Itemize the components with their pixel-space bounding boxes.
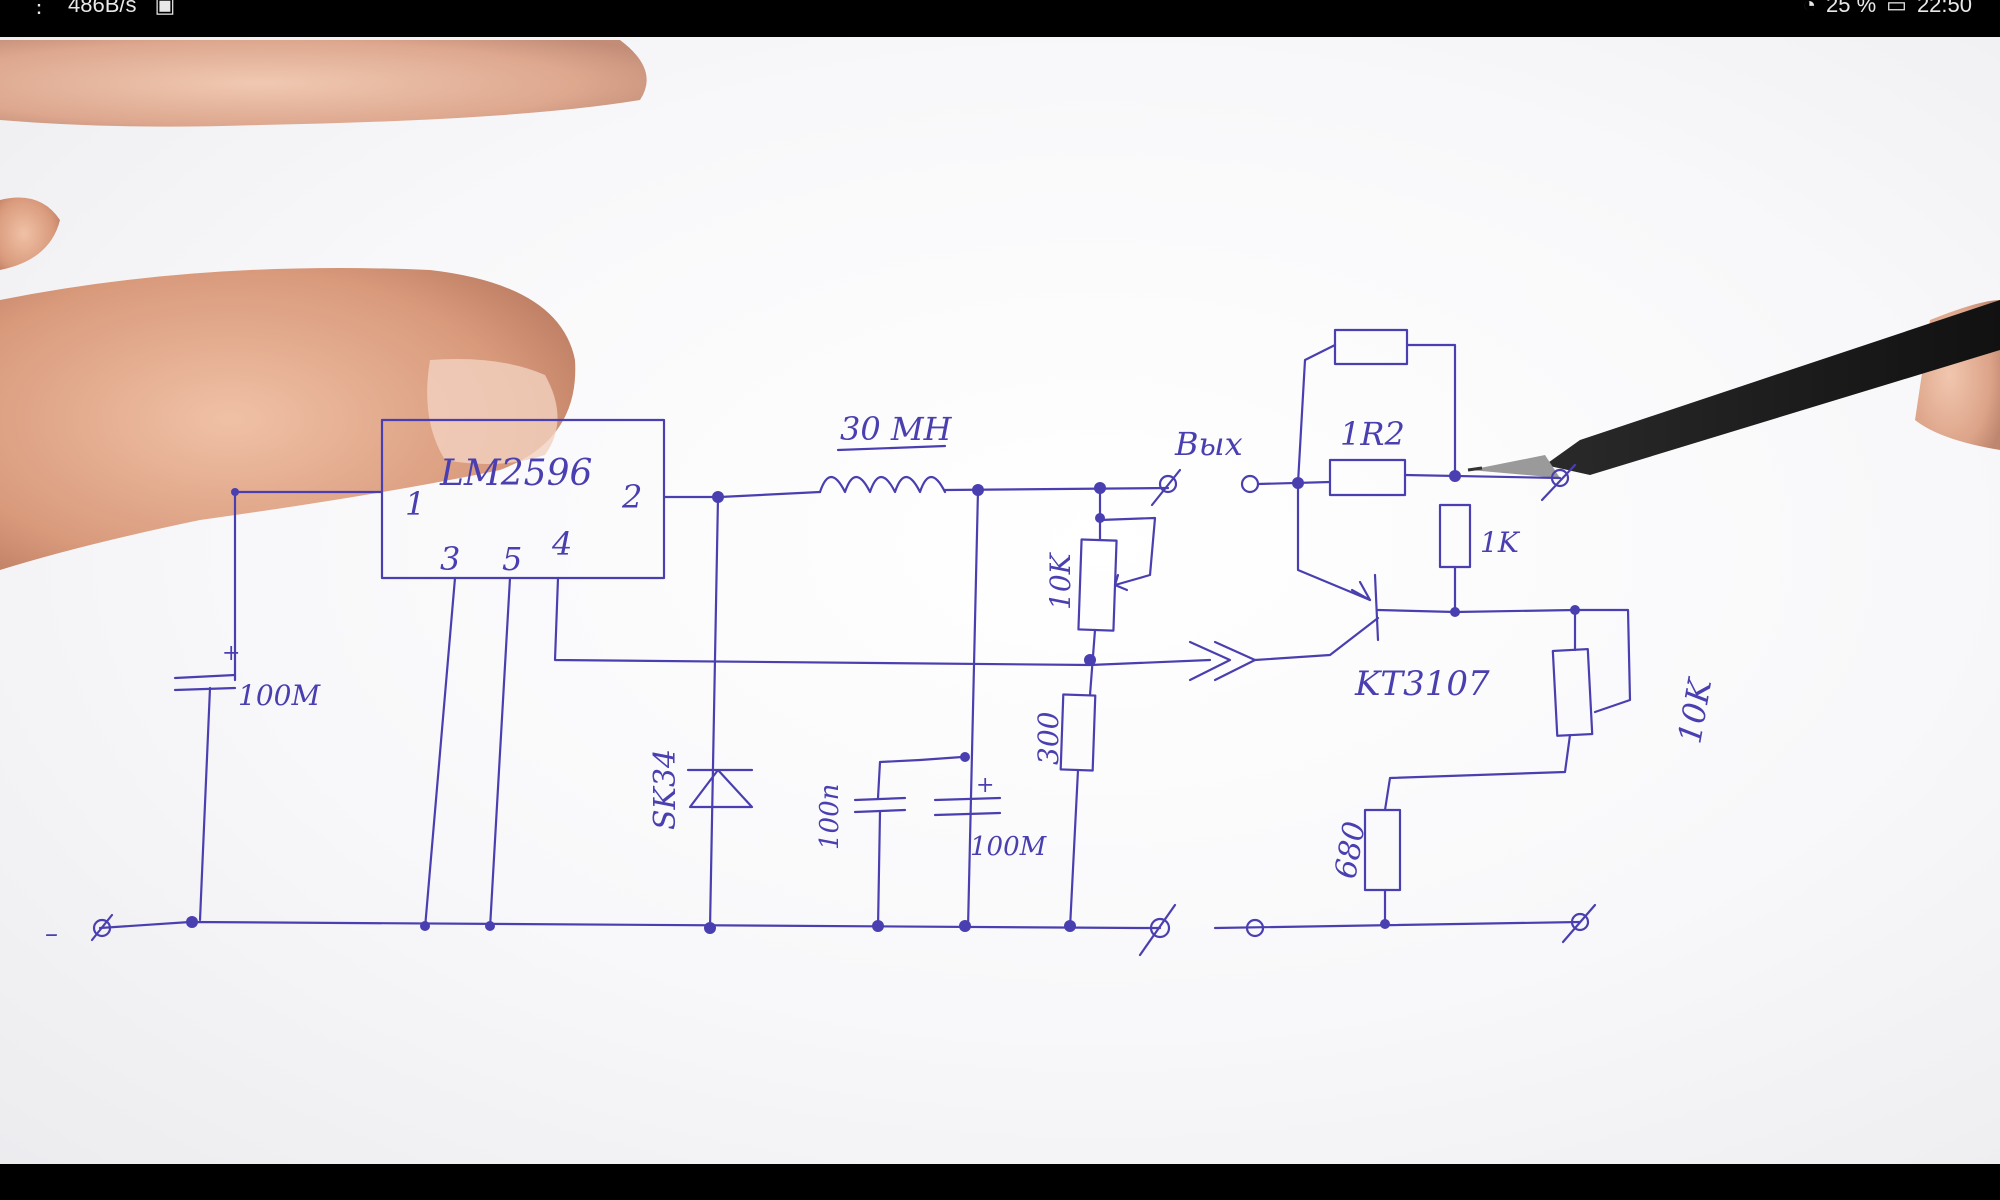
resistor-680-label: 680: [1328, 819, 1372, 881]
ceramic-cap-label: 100n: [815, 784, 845, 850]
input-cap-label: 100M: [238, 679, 321, 712]
status-bar: ⋮ 486B/s ▣ ◔ 25 % ▭ 22:50: [0, 0, 2000, 37]
fingernail: [427, 359, 558, 464]
ic-pin3: 3: [440, 540, 460, 578]
out-cap-label: 100M: [970, 832, 1048, 862]
resistor-parallel: [1333, 328, 1409, 366]
output-terminal-out: [1550, 468, 1570, 488]
ground-terminal-3: [1570, 912, 1590, 932]
bottom-bar: [0, 1164, 2000, 1200]
hand-fingers: [0, 40, 2000, 570]
clock: 22:50: [1916, 0, 1972, 17]
schematic-drawing: – LM2596 1 2 3 5 4 + 100M: [0, 40, 2000, 957]
transistor-label: KT3107: [1354, 664, 1490, 704]
ground-terminal-1: [1149, 917, 1171, 939]
ic-label: LM2596: [439, 453, 592, 494]
resistor-300: [1059, 693, 1097, 772]
pencil: [1467, 300, 2000, 478]
output-label: Вых: [1174, 425, 1243, 463]
ic-pin2: 2: [621, 478, 642, 516]
ic-pin1: 1: [405, 485, 425, 523]
pot-feedback: [1077, 538, 1118, 632]
network-speed-icon: ⋮: [28, 0, 50, 17]
network-speed: 486B/s: [68, 0, 137, 17]
status-right: ◔ 25 % ▭ 22:50: [1803, 0, 1972, 18]
output-terminal-in: [1240, 474, 1260, 494]
input-cap-plus: +: [222, 641, 240, 666]
minus-terminal: [92, 918, 112, 938]
out-cap-plus: +: [976, 773, 994, 798]
notification-icon: ▣: [154, 0, 176, 17]
pot-limit: [1551, 648, 1594, 737]
minus-label: –: [45, 919, 58, 949]
resistor-680: [1363, 808, 1402, 892]
ground-terminal-2: [1245, 918, 1265, 938]
battery-percent: 25 %: [1825, 0, 1877, 17]
ic-body: [380, 418, 666, 580]
signal-icon: ◔: [1802, 0, 1816, 17]
video-frame[interactable]: – LM2596 1 2 3 5 4 + 100M: [0, 37, 2000, 1164]
diode-label: SK34: [648, 749, 683, 830]
resistor-1k-label: 1K: [1480, 526, 1521, 559]
resistor-1k: [1438, 503, 1472, 569]
pot-limit-label: 10K: [1670, 674, 1719, 746]
resistor-1R2: [1328, 458, 1407, 497]
status-left: ⋮ 486B/s ▣: [28, 0, 175, 18]
pot-feedback-label: 10K: [1044, 551, 1077, 610]
ic-pin4: 4: [551, 525, 572, 563]
resistor-300-label: 300: [1032, 712, 1065, 765]
inductor-label: 30 MH: [840, 410, 953, 448]
resistor-1R2-label: 1R2: [1340, 415, 1405, 453]
ic-pin5: 5: [502, 540, 522, 578]
battery-icon: ▭: [1886, 0, 1907, 17]
